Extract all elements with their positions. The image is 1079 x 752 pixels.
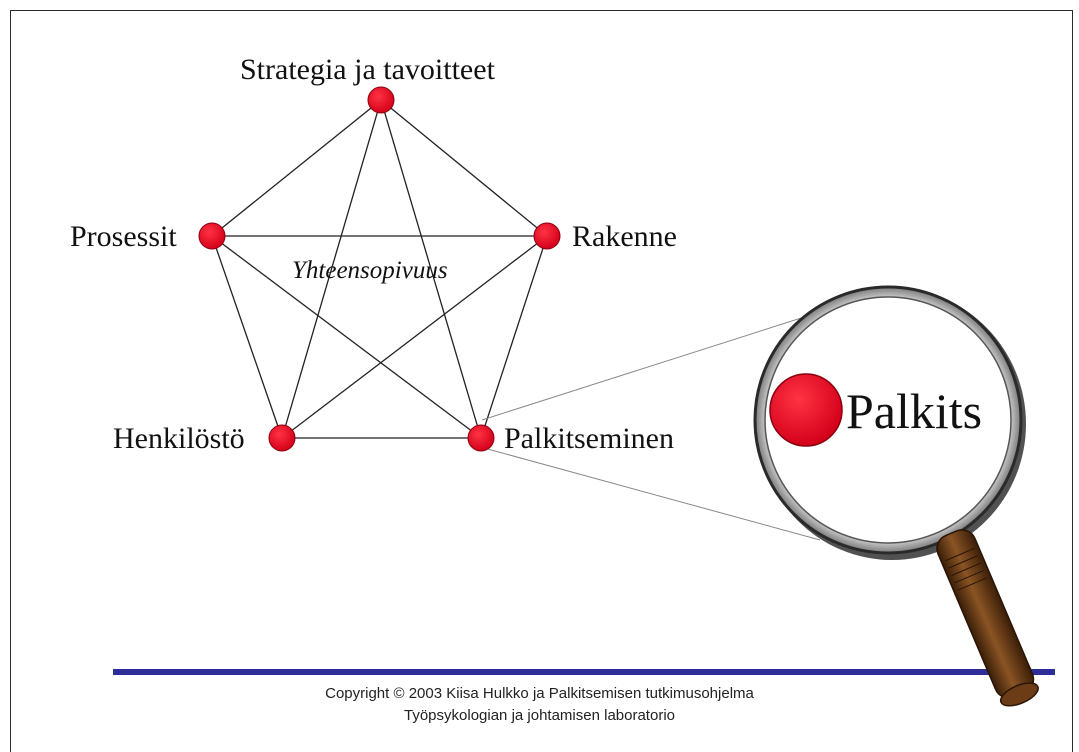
edge-palkitseminen-prosessit xyxy=(211,235,482,439)
magnifier-label: Palkits xyxy=(846,383,983,439)
node-palkitseminen xyxy=(467,424,495,452)
node-rakenne xyxy=(533,222,561,250)
node-label-palkitseminen: Palkitseminen xyxy=(504,422,674,455)
zoom-guide-bottom xyxy=(483,447,821,541)
edge-strategia-prosessit xyxy=(211,99,382,237)
edge-strategia-palkitseminen xyxy=(380,99,482,439)
node-prosessit xyxy=(198,222,226,250)
edge-strategia-henkilosto xyxy=(281,99,382,439)
edge-rakenne-henkilosto xyxy=(281,235,548,439)
edge-henkilosto-prosessit xyxy=(211,235,283,439)
node-label-strategia: Strategia ja tavoitteet xyxy=(240,53,495,86)
edge-rakenne-palkitseminen xyxy=(480,235,548,439)
copyright-line: Copyright © 2003 Kiisa Hulkko ja Palkits… xyxy=(325,685,754,702)
center-label: Yhteensopivuus xyxy=(292,257,448,284)
magnifier-handle xyxy=(936,529,1039,707)
connection-lines xyxy=(211,99,548,439)
lab-line: Työpsykologian ja johtamisen laboratorio xyxy=(404,707,675,724)
node-group xyxy=(198,86,561,452)
node-label-prosessit: Prosessit xyxy=(70,220,177,253)
node-label-henkilosto: Henkilöstö xyxy=(113,422,245,455)
footer-rule xyxy=(113,669,1055,675)
magnified-node xyxy=(769,373,843,447)
node-strategia xyxy=(367,86,395,114)
node-henkilosto xyxy=(268,424,296,452)
node-label-rakenne: Rakenne xyxy=(572,220,677,253)
magnifier-icon xyxy=(753,285,1039,707)
edge-strategia-rakenne xyxy=(380,99,548,237)
zoom-guide-top xyxy=(481,311,821,421)
